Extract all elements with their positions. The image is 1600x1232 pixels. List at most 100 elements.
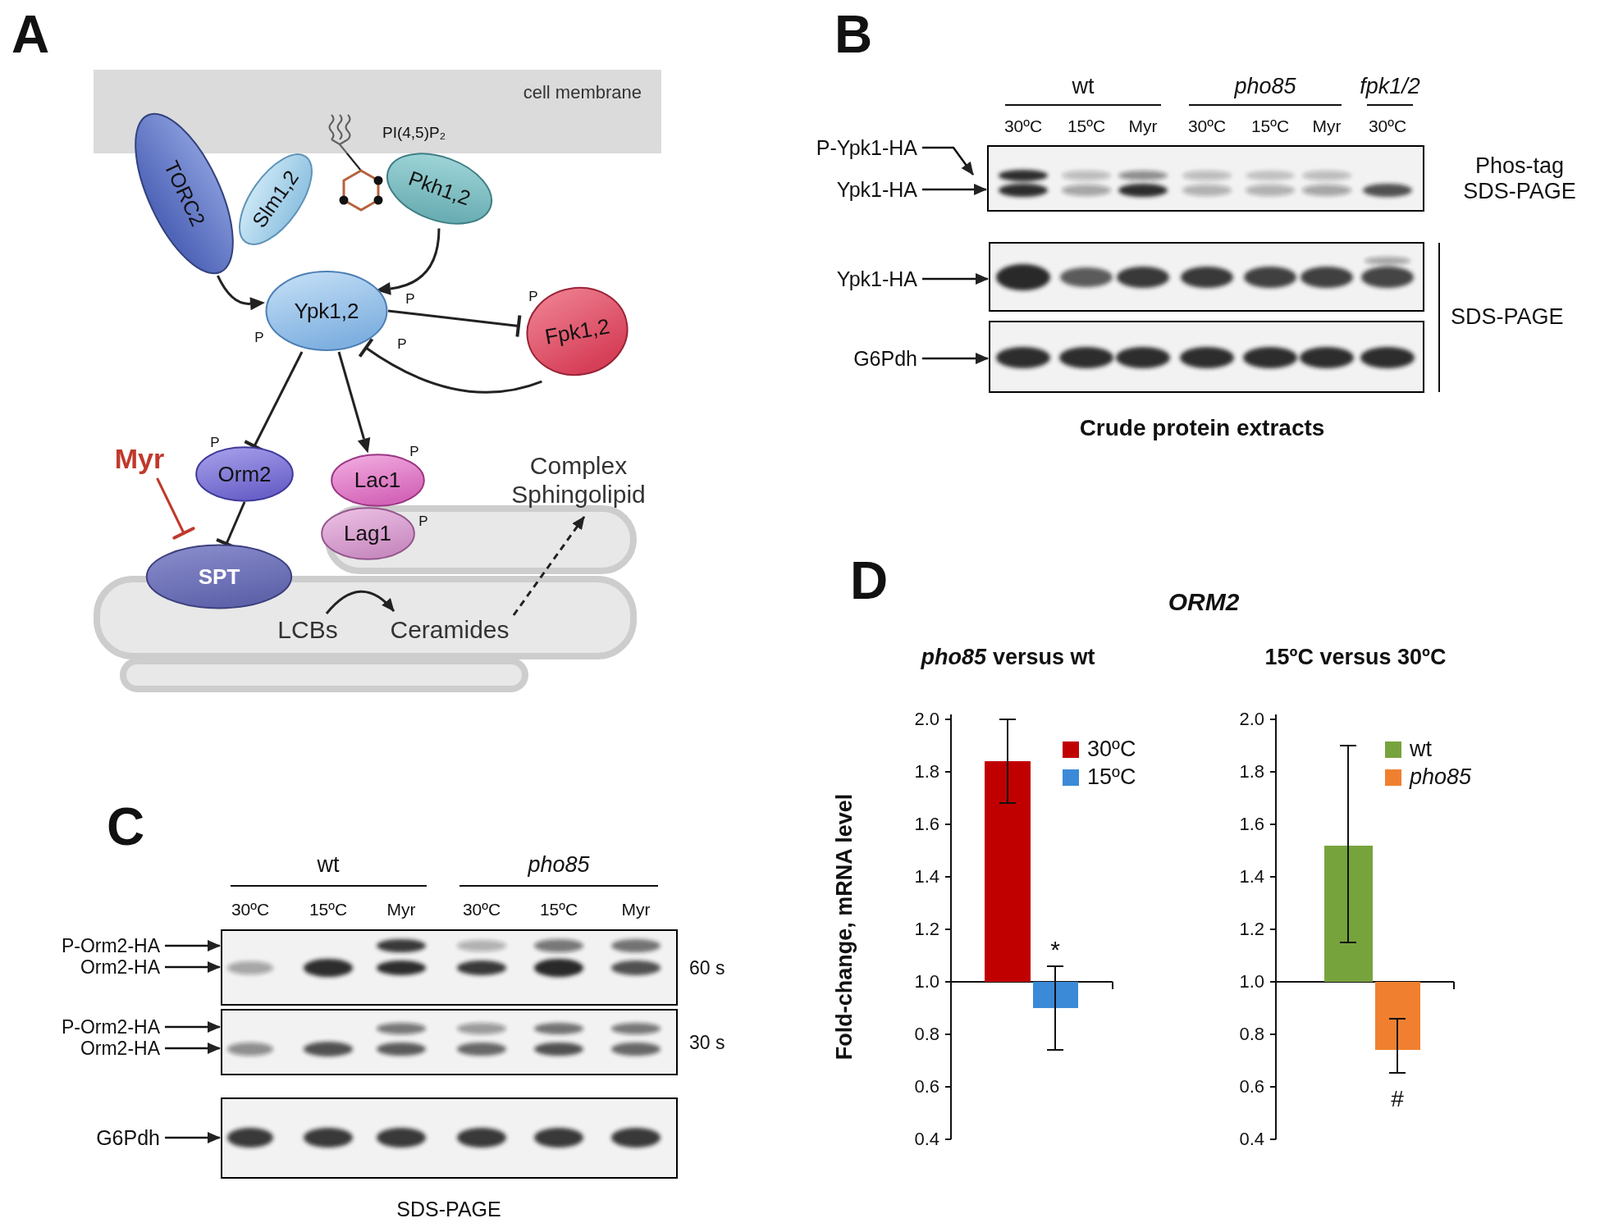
myr-inhibition (157, 479, 194, 539)
connector-line (390, 228, 439, 289)
node-outline (331, 454, 425, 506)
lane-label: 30ºC (1368, 116, 1407, 137)
arrow-head (357, 437, 371, 454)
arrow-head (249, 297, 266, 311)
strain-header: wt (1072, 73, 1095, 100)
lane-label: Myr (1312, 116, 1342, 137)
regulator-protein: Orm2 (195, 446, 294, 503)
blot-caption: Crude protein extracts (1079, 415, 1326, 442)
node-outline (196, 447, 293, 501)
legend-text: wt (1409, 736, 1432, 763)
tick-label: 1.6 (1238, 813, 1265, 835)
strain-header: fpk1/2 (1359, 73, 1421, 100)
method-label: Phos-tag SDS-PAGE (1449, 153, 1590, 205)
dashed-arrow (513, 516, 585, 616)
phospho-mark: P (210, 434, 220, 452)
synthase-protein: Lac1 (330, 453, 426, 508)
er-membrane (96, 508, 634, 690)
tick-label: 0.6 (914, 1076, 940, 1098)
blot-frames (221, 146, 1424, 1179)
node-outline (225, 142, 326, 256)
band-label: Ypk1-HA (836, 267, 918, 292)
pathway-connector (216, 502, 245, 549)
node-label: cell membrane (523, 82, 642, 103)
kinase-protein: Ypk1,2 (265, 269, 389, 352)
node-label: Lac1 (354, 468, 401, 493)
legend-swatch (1062, 741, 1079, 759)
node-label: SPT (198, 565, 241, 590)
tick-label: 1.6 (914, 813, 940, 835)
lane-label: Myr (387, 900, 416, 920)
method-label: SDS-PAGE (396, 1197, 501, 1222)
connector-line (217, 275, 251, 304)
gene-title: ORM2 (1168, 588, 1240, 618)
pathway-connector (359, 338, 542, 393)
significance-mark: * (1050, 936, 1061, 965)
lane-label: 15ºC (1251, 116, 1290, 137)
strain-header: wt (317, 852, 340, 878)
tick-label: 1.4 (914, 866, 940, 887)
band-label: Ypk1-HA (836, 178, 918, 202)
tick-label: 1.4 (1238, 866, 1265, 887)
phospho-mark: P (409, 443, 419, 461)
drug-label: Myr (114, 443, 165, 476)
tick-label: 1.8 (914, 761, 940, 782)
pathway-connector (375, 228, 439, 296)
node-label: Orm2 (218, 462, 272, 487)
tick-label: 0.6 (1238, 1076, 1265, 1098)
lipid-label: PI(4,5)P₂ (382, 123, 446, 142)
connector-line (254, 352, 302, 447)
band-label: Orm2-HA (80, 1037, 160, 1060)
chart-bars (984, 761, 1421, 1051)
tick-label: 0.8 (1238, 1024, 1265, 1045)
lane-label: 30ºC (462, 900, 501, 920)
legend-swatch (1062, 769, 1079, 787)
sds-bracket (1438, 242, 1440, 393)
lane-label: 15ºC (1067, 116, 1106, 137)
synthase-protein: Lag1 (320, 507, 416, 561)
band-label: P-Ypk1-HA (816, 136, 918, 160)
node-label: Ypk1,2 (293, 299, 359, 324)
node-outline (146, 545, 292, 609)
tick-label: 0.4 (1238, 1129, 1265, 1150)
chart-subtitle: versus wt (992, 644, 1096, 671)
significance-mark: # (1390, 1086, 1404, 1113)
strain-header: pho85 (1234, 73, 1296, 100)
lane-label: Myr (1129, 116, 1158, 137)
chart-axes (945, 714, 1454, 1140)
legend-text: 30ºC (1087, 736, 1136, 763)
connector-line (388, 310, 519, 326)
phospho-mark: P (254, 329, 264, 347)
lipid-label: LCBs (277, 616, 338, 645)
lane-label: Myr (621, 900, 651, 920)
exposure-label: 30 s (689, 1032, 725, 1054)
tick-label: 2.0 (1238, 708, 1265, 730)
phospho-mark: P (405, 291, 415, 308)
tick-label: 1.0 (914, 971, 940, 992)
inhibition-bar (516, 315, 520, 338)
method-label: SDS-PAGE (1450, 304, 1564, 330)
strain-header: pho85 (527, 852, 590, 878)
lipid-label: Ceramides (389, 616, 509, 645)
node-outline (377, 140, 502, 237)
node-label: Lag1 (343, 521, 392, 546)
tick-label: 1.8 (1238, 761, 1265, 782)
inositol-ring (343, 170, 379, 211)
exposure-label: 60 s (689, 957, 725, 979)
tick-label: 0.8 (914, 1024, 940, 1045)
chart-subtitle: pho85 (920, 644, 987, 671)
pathway-connector (338, 352, 371, 454)
pathway-connector (244, 352, 302, 452)
legend-swatch (1385, 769, 1402, 787)
band-label: G6Pdh (853, 347, 918, 371)
blot-bands (227, 169, 1415, 1148)
band-label: P-Orm2-HA (61, 1016, 160, 1038)
lane-label: 15ºC (309, 900, 348, 920)
phosphate-dots (339, 176, 384, 206)
phospho-mark: P (397, 336, 407, 353)
legend-text: 15ºC (1087, 764, 1136, 791)
